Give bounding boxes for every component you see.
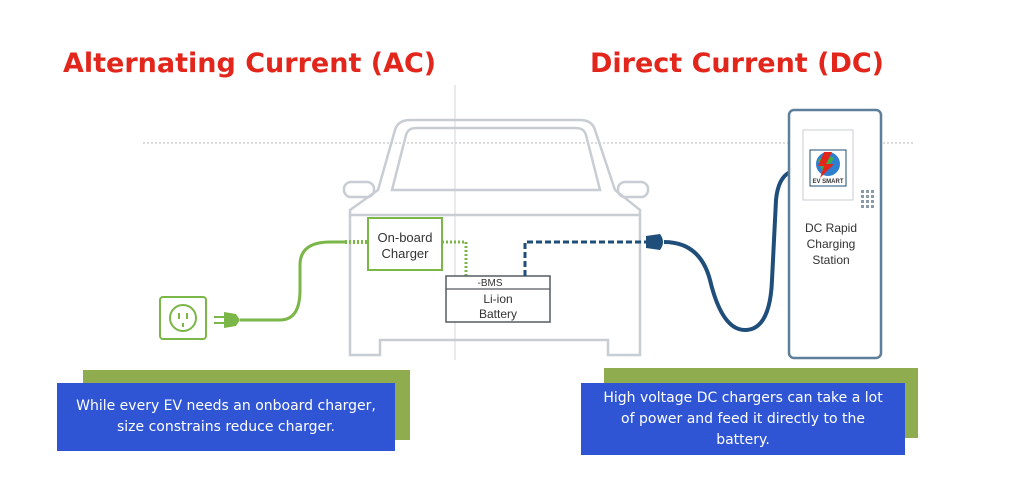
wall-socket-icon [159, 296, 207, 340]
station-keypad-icon [861, 190, 874, 208]
ac-caption-text: While every EV needs an onboard charger,… [76, 398, 376, 435]
dc-heading: Direct Current (DC) [590, 48, 885, 79]
charger-battery-link [442, 240, 468, 276]
ev-smart-logo: EV SMART [809, 149, 847, 187]
ac-caption: While every EV needs an onboard charger,… [57, 383, 395, 451]
dc-connector-icon [646, 234, 663, 250]
bms-label: -BMS [478, 278, 503, 289]
battery-label-line2: Battery [479, 307, 517, 321]
battery-label-line1: Li-ion [483, 292, 512, 306]
onboard-charger-label-line2: Charger [382, 246, 430, 261]
ev-smart-logo-text: EV SMART [812, 179, 843, 185]
ac-cable [240, 240, 345, 322]
dc-caption: High voltage DC chargers can take a lot … [581, 383, 905, 455]
ac-plug-icon [214, 312, 240, 328]
car-outline [342, 118, 650, 357]
dc-caption-text: High voltage DC chargers can take a lot … [603, 389, 883, 448]
dc-station-label-line2: Charging [807, 237, 856, 251]
dc-dashed-link [523, 240, 648, 276]
dc-station-label-line3: Station [812, 253, 849, 267]
ac-heading: Alternating Current (AC) [63, 48, 437, 79]
dc-cable [663, 170, 792, 333]
battery-box [445, 275, 551, 323]
onboard-charger-box [367, 217, 443, 271]
onboard-charger-label-line1: On-board [378, 230, 433, 245]
dc-station-label-line1: DC Rapid [805, 221, 857, 235]
